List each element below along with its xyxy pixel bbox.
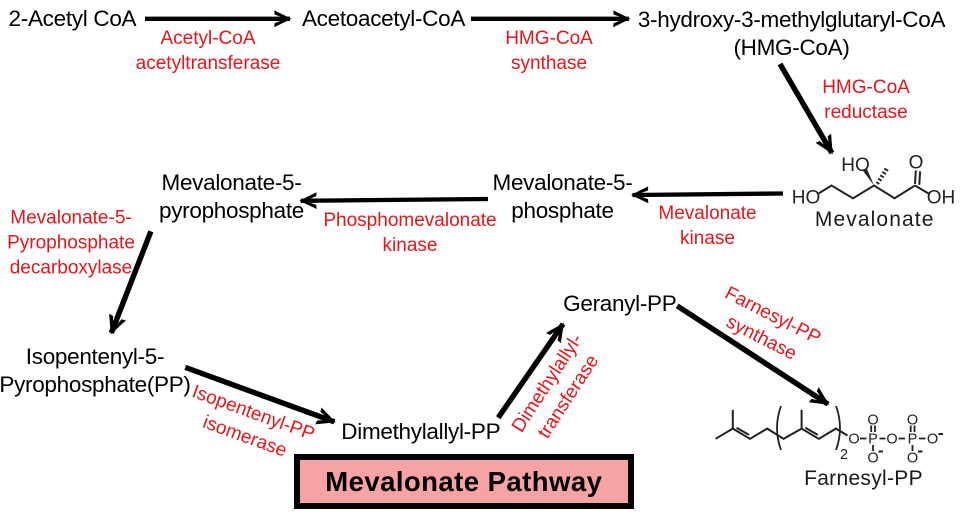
svg-text:O: O: [867, 413, 878, 429]
svg-text:O: O: [867, 451, 878, 467]
svg-text:HO: HO: [841, 155, 870, 176]
svg-text:O: O: [848, 432, 859, 448]
svg-text:O: O: [907, 413, 918, 429]
svg-text:O: O: [907, 451, 918, 467]
svg-text:P: P: [908, 432, 918, 448]
svg-text:O: O: [909, 153, 924, 174]
svg-text:O: O: [886, 432, 897, 448]
svg-text:OH: OH: [927, 188, 956, 209]
svg-text:P: P: [868, 432, 878, 448]
svg-text:HO: HO: [792, 188, 821, 209]
svg-text:O: O: [927, 432, 938, 448]
svg-text:2: 2: [840, 447, 848, 463]
